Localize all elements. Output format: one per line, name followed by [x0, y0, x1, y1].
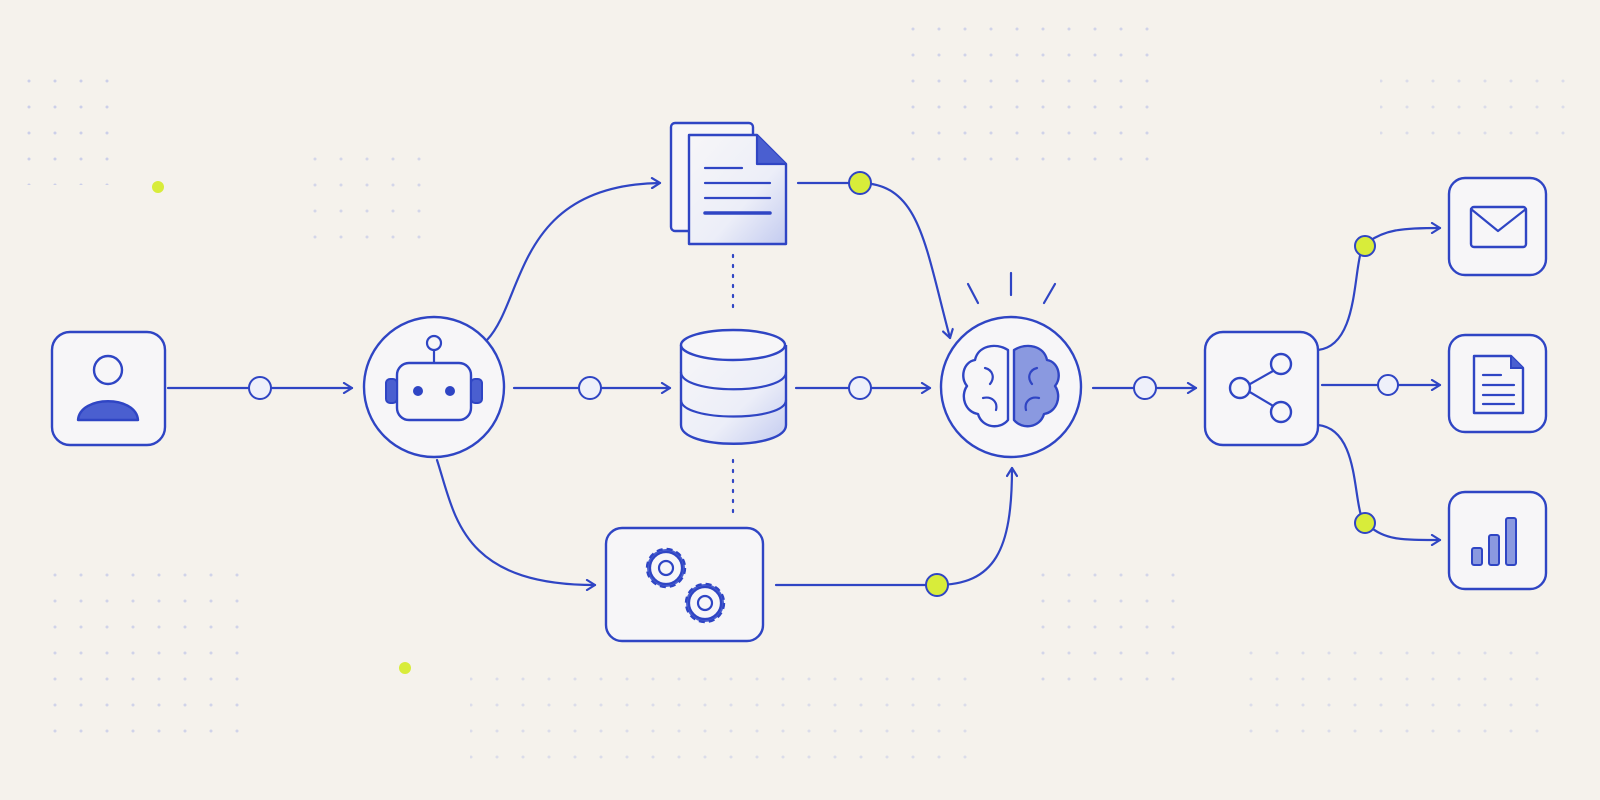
documents-icon	[669, 121, 788, 246]
node-documents	[669, 121, 788, 246]
robot-icon	[385, 334, 483, 422]
document-icon	[1472, 354, 1525, 415]
node-share	[1203, 330, 1320, 447]
edge-documents-brain	[796, 181, 950, 340]
database-icon	[679, 328, 788, 445]
joint-dot-accent	[848, 171, 872, 195]
joint-dot	[578, 376, 602, 400]
node-report	[1447, 333, 1548, 434]
joint-dot	[848, 376, 872, 400]
joint-dot-accent	[1354, 235, 1376, 257]
node-bot	[362, 315, 506, 459]
node-user	[50, 330, 167, 447]
gears-icon	[645, 547, 726, 624]
node-database	[679, 328, 788, 445]
joint-dot	[1377, 374, 1399, 396]
edge-processing-brain	[774, 466, 1012, 587]
connector-joints	[248, 171, 1399, 597]
user-icon	[76, 354, 140, 422]
joint-dot	[248, 376, 272, 400]
connectors	[166, 181, 1442, 587]
envelope-icon	[1469, 205, 1528, 249]
edge-share-analytics	[1316, 423, 1442, 540]
share-icon	[1228, 352, 1293, 424]
node-email	[1447, 176, 1548, 277]
edge-bot-documents	[485, 183, 662, 342]
edge-bot-processing	[435, 458, 597, 585]
edge-share-email	[1316, 228, 1442, 352]
joint-dot-accent	[1354, 512, 1376, 534]
node-processing	[604, 526, 765, 643]
bar-chart-icon	[1471, 517, 1517, 566]
background-dot-patterns	[20, 25, 1580, 770]
brain-icon	[962, 344, 1060, 428]
node-brain	[939, 271, 1083, 459]
joint-dot-accent	[925, 573, 949, 597]
node-analytics	[1447, 490, 1548, 591]
joint-dot	[1133, 376, 1157, 400]
